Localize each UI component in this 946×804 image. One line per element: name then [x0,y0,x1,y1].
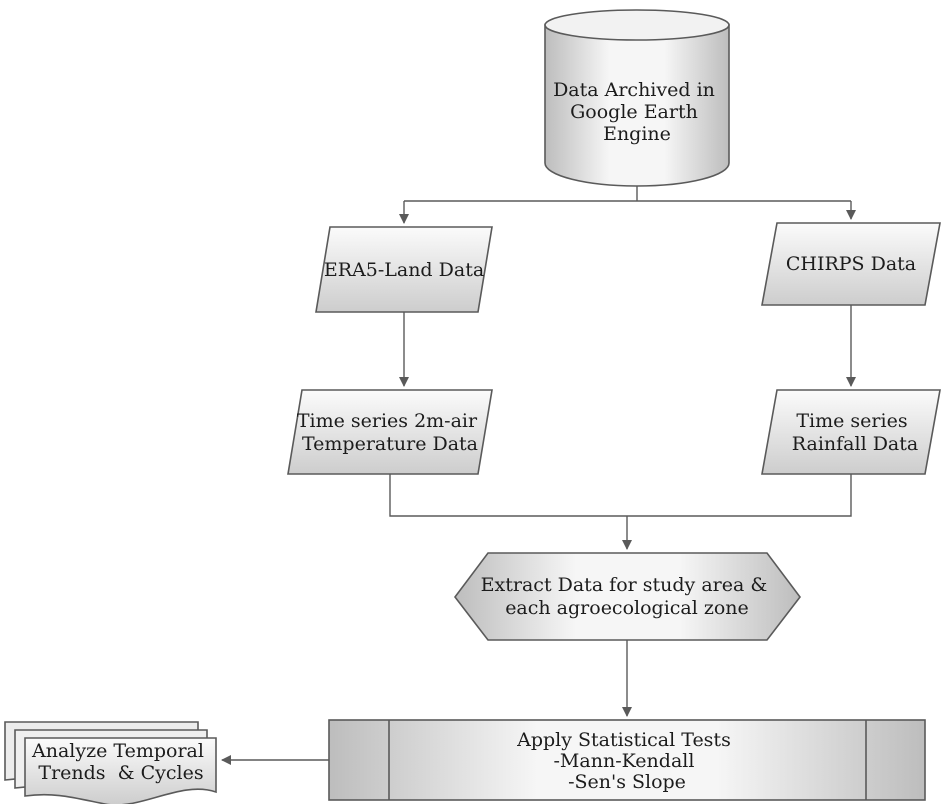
connectors [221,186,856,765]
gee-label: Data Archived in Google Earth Engine [553,79,721,145]
stats-label: Apply Statistical Tests -Mann-Kendall -S… [516,729,737,793]
node-temperature-time-series: Time series 2m-air Temperature Data [287,389,493,475]
database-cylinder-top [544,9,730,41]
era5-label: ERA5-Land Data [324,259,484,281]
node-chirps-data: CHIRPS Data [761,222,941,306]
connector-gee-split [404,186,851,202]
rain-series-parallelogram [761,389,941,475]
extract-label: Extract Data for study area & each agroe… [481,574,774,619]
analyze-label: Analyze Temporal Trends & Cycles [31,740,210,784]
temp-series-label: Time series 2m-air Temperature Data [297,410,483,455]
node-rainfall-time-series: Time series Rainfall Data [761,389,941,475]
temp-series-parallelogram [287,389,493,475]
extract-hexagon [453,552,802,641]
node-extract-data: Extract Data for study area & each agroe… [453,552,802,641]
node-data-archive-database: Data Archived in Google Earth Engine [544,9,730,187]
node-era5-land-data: ERA5-Land Data [315,226,493,313]
node-apply-statistical-tests: Apply Statistical Tests -Mann-Kendall -S… [328,719,926,801]
connector-series-merge [389,474,852,517]
node-analyze-trends: Analyze Temporal Trends & Cycles [4,721,217,804]
database-cylinder-body [544,24,730,187]
chirps-parallelogram [761,222,941,306]
rain-series-label: Time series Rainfall Data [792,410,918,455]
stats-process-box [328,719,926,801]
chirps-label: CHIRPS Data [786,253,916,275]
document-front [24,737,217,804]
era5-parallelogram [315,226,493,313]
